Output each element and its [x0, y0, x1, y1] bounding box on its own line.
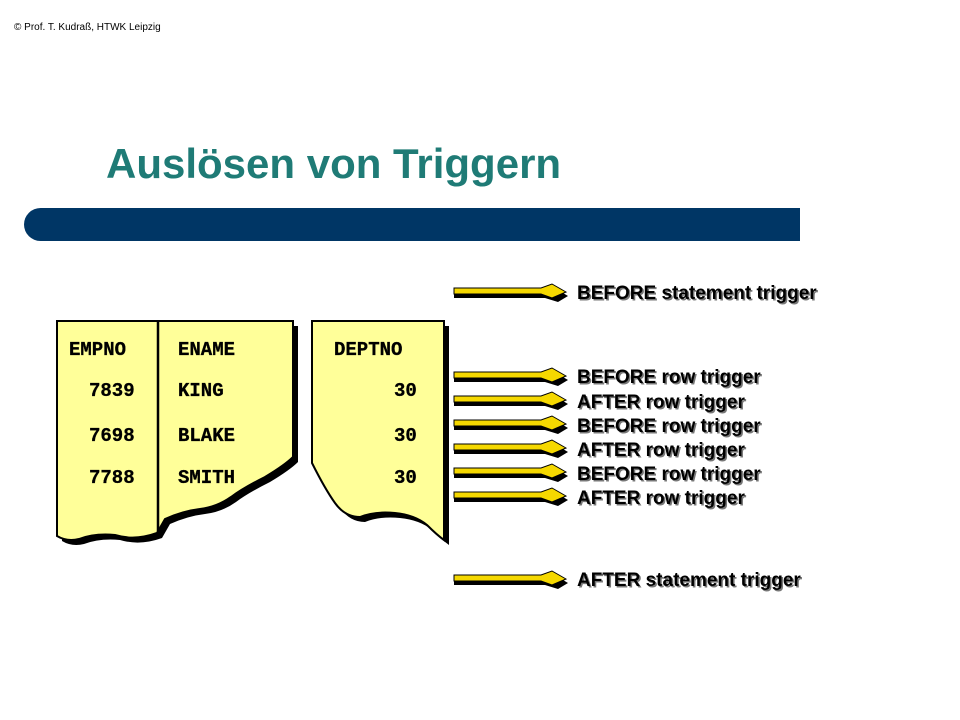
dept-row-3-deptno: 30 [394, 467, 417, 489]
emp-row-2-ename: BLAKE [178, 425, 235, 447]
arrow-right-icon [454, 440, 568, 458]
trigger-label-after-row-3: AFTER row trigger [577, 488, 745, 510]
trigger-label-after-row-2: AFTER row trigger [577, 440, 745, 462]
dept-row-2-deptno: 30 [394, 425, 417, 447]
dept-row-1-deptno: 30 [394, 380, 417, 402]
trigger-label-before-row-2: BEFORE row trigger [577, 416, 761, 438]
dept-header-deptno: DEPTNO [334, 339, 402, 361]
trigger-label-before-row-3: BEFORE row trigger [577, 464, 761, 486]
arrow-right-icon [454, 368, 568, 386]
trigger-label-before-statement: BEFORE statement trigger [577, 283, 817, 305]
emp-row-2-empno: 7698 [89, 425, 135, 447]
emp-header-ename: ENAME [178, 339, 235, 361]
arrow-right-icon [454, 392, 568, 410]
trigger-label-after-statement: AFTER statement trigger [577, 570, 801, 592]
trigger-label-after-row-1: AFTER row trigger [577, 392, 745, 414]
arrow-right-icon [454, 284, 568, 302]
emp-row-1-empno: 7839 [89, 380, 135, 402]
arrow-right-icon [454, 416, 568, 434]
trigger-arrows [454, 284, 568, 589]
emp-header-empno: EMPNO [69, 339, 126, 361]
trigger-label-before-row-1: BEFORE row trigger [577, 367, 761, 389]
arrow-right-icon [454, 464, 568, 482]
emp-row-3-empno: 7788 [89, 467, 135, 489]
emp-row-3-ename: SMITH [178, 467, 235, 489]
arrow-right-icon [454, 571, 568, 589]
emp-row-1-ename: KING [178, 380, 224, 402]
arrow-right-icon [454, 488, 568, 506]
